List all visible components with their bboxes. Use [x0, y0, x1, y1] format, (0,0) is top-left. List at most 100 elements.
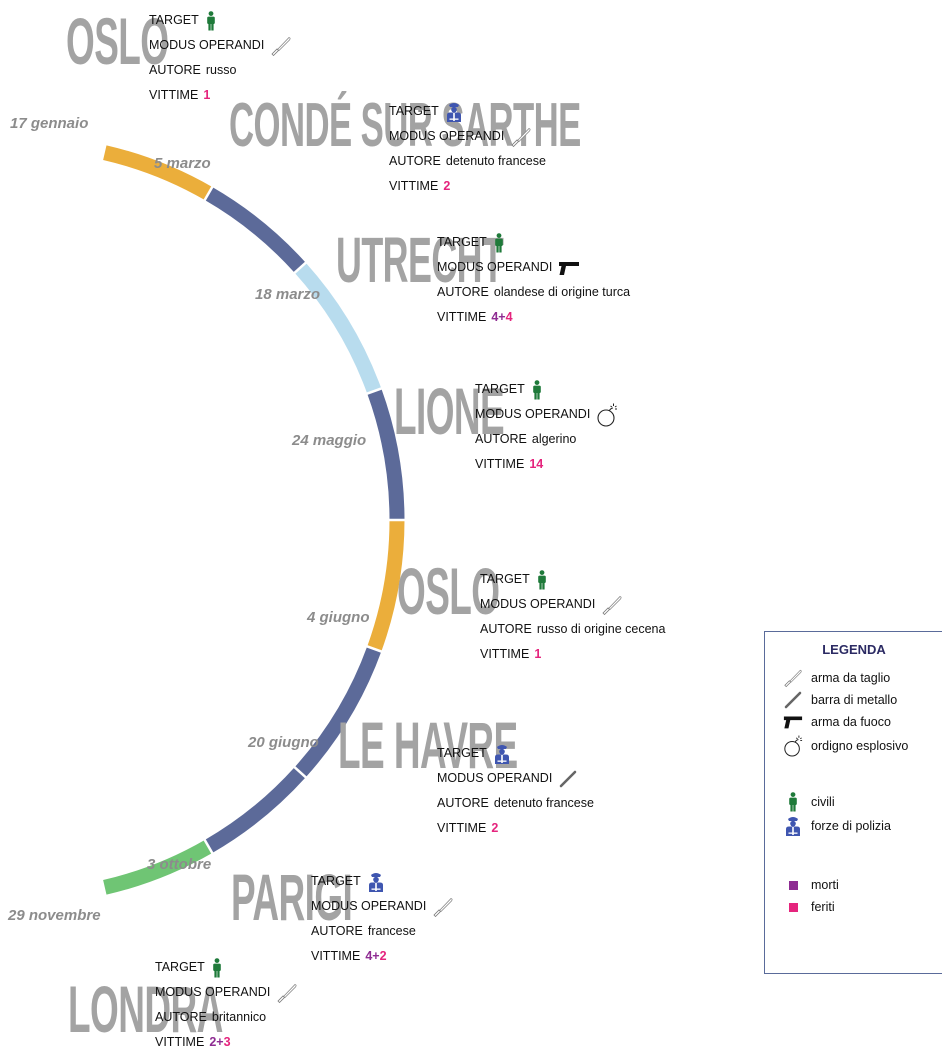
bomb-icon — [596, 402, 618, 428]
vittime-row: VITTIME 1 — [149, 83, 292, 108]
arc-segment — [204, 187, 306, 273]
dead-count: 2 — [209, 1035, 217, 1049]
autore-label: AUTORE — [149, 63, 201, 77]
civilian-icon — [783, 792, 803, 812]
autore-label: AUTORE — [437, 796, 489, 810]
city-name: CONDÉ SUR SARTHE — [229, 91, 581, 160]
target-label: TARGET — [149, 13, 199, 27]
knife-icon — [276, 983, 298, 1003]
police-icon — [783, 816, 803, 836]
city-name: OSLO — [66, 4, 169, 78]
legend-item: forze di polizia — [783, 816, 891, 836]
modus-row: MODUS OPERANDI — [311, 894, 454, 919]
knife-icon — [432, 897, 454, 917]
arc-segments — [103, 145, 407, 895]
modus-label: MODUS OPERANDI — [311, 899, 427, 913]
modus-label: MODUS OPERANDI — [437, 771, 553, 785]
legend-item: arma da fuoco — [783, 712, 891, 732]
date-label: 17 gennaio — [10, 115, 89, 132]
legend-item: ordigno esplosivo — [783, 735, 908, 757]
metal-bar-icon — [558, 769, 578, 789]
autore-value: britannico — [211, 1010, 267, 1024]
target-row: TARGET — [437, 230, 630, 255]
arc-separator — [291, 260, 309, 276]
city-name: LIONE — [394, 374, 505, 448]
police-icon — [445, 102, 463, 122]
vittime-row: VITTIME 14 — [475, 452, 618, 477]
autore-label: AUTORE — [475, 432, 527, 446]
civilian-icon — [536, 569, 548, 590]
target-label: TARGET — [437, 746, 487, 760]
arc-separator — [364, 386, 385, 396]
target-label: TARGET — [389, 104, 439, 118]
legend-label: arma da fuoco — [811, 715, 891, 729]
modus-label: MODUS OPERANDI — [149, 38, 265, 52]
vittime-label: VITTIME — [480, 647, 530, 661]
date-label: 5 marzo — [154, 155, 211, 172]
wounded-square-icon — [783, 902, 803, 912]
target-row: TARGET — [155, 955, 298, 980]
modus-row: MODUS OPERANDI — [389, 124, 546, 149]
autore-label: AUTORE — [480, 622, 532, 636]
modus-label: MODUS OPERANDI — [389, 129, 505, 143]
autore-label: AUTORE — [155, 1010, 207, 1024]
wounded-count: 2 — [379, 949, 387, 963]
knife-icon — [510, 127, 532, 147]
dead-count: 4 — [365, 949, 373, 963]
wounded-count: 14 — [529, 457, 544, 471]
vittime-label: VITTIME — [389, 179, 439, 193]
autore-value: detenuto francese — [493, 796, 594, 810]
wounded-count: 2 — [443, 179, 451, 193]
target-row: TARGET — [480, 567, 665, 592]
vittime-label: VITTIME — [475, 457, 525, 471]
arc-segment — [103, 145, 213, 201]
arc-segment — [103, 839, 213, 895]
modus-row: MODUS OPERANDI — [437, 255, 630, 280]
autore-row: AUTORE detenuto francese — [389, 149, 546, 174]
modus-label: MODUS OPERANDI — [155, 985, 271, 999]
wounded-count: 1 — [534, 647, 542, 661]
vittime-label: VITTIME — [149, 88, 199, 102]
legend-label: forze di polizia — [811, 819, 891, 833]
wounded-count: 1 — [203, 88, 211, 102]
target-row: TARGET — [389, 99, 546, 124]
vittime-row: VITTIME 1 — [480, 642, 665, 667]
legend-item: morti — [783, 875, 839, 895]
autore-label: AUTORE — [311, 924, 363, 938]
date-label: 29 novembre — [8, 907, 101, 924]
arc-segment — [367, 388, 405, 521]
date-label: 20 giugno — [248, 734, 319, 751]
arc-segment — [367, 519, 405, 652]
autore-value: detenuto francese — [445, 154, 546, 168]
city-name: OSLO — [397, 554, 500, 628]
autore-label: AUTORE — [437, 285, 489, 299]
gun-icon — [783, 713, 803, 731]
arc-separator — [364, 644, 385, 654]
legend-label: barra di metallo — [811, 693, 898, 707]
target-label: TARGET — [437, 235, 487, 249]
arc-separator — [202, 837, 215, 856]
wounded-count: 2 — [491, 821, 499, 835]
legend-item: barra di metallo — [783, 690, 897, 710]
autore-row: AUTORE britannico — [155, 1005, 298, 1030]
vittime-label: VITTIME — [437, 310, 487, 324]
city-name: LONDRA — [68, 972, 223, 1046]
legend-item: arma da taglio — [783, 668, 890, 688]
city-name: PARIGI — [231, 860, 353, 934]
vittime-label: VITTIME — [311, 949, 361, 963]
wounded-count: 3 — [223, 1035, 231, 1049]
autore-label: AUTORE — [389, 154, 441, 168]
metal-bar-icon — [783, 690, 803, 710]
